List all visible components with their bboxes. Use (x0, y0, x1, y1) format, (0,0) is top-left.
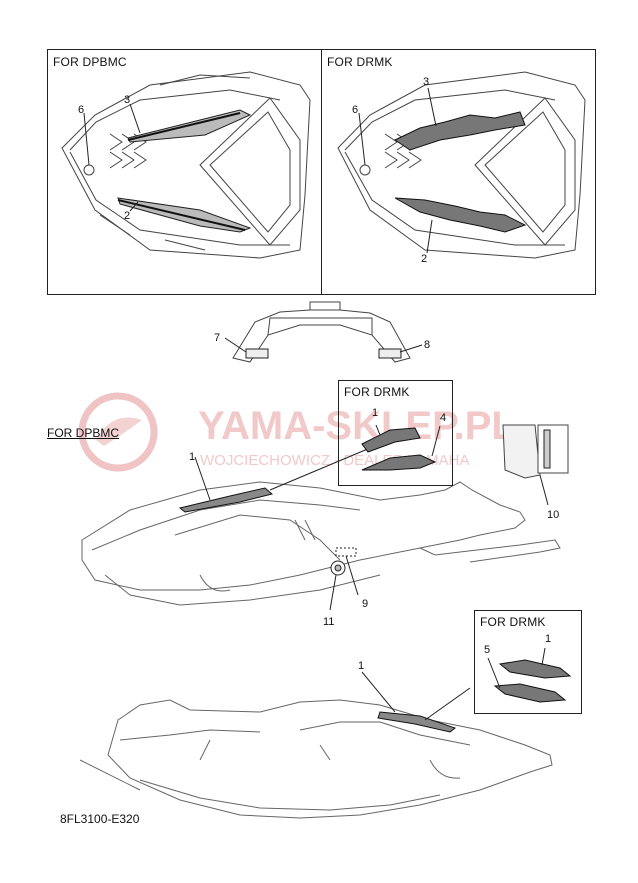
hull-side-view-lower (79, 699, 553, 819)
decal-2-right (394, 197, 527, 233)
panel-drmk-side-inset: FOR DRMK (338, 380, 453, 486)
deck-top-view-drmk (337, 71, 586, 259)
panel-drmk-top: FOR DRMK (321, 49, 596, 295)
decal-3-right (393, 111, 526, 151)
callout-8: 8 (424, 339, 431, 351)
deck-top-view-dpbmc (61, 71, 311, 259)
hull-side-view-upper (81, 481, 561, 606)
panel-dpbmc-top: FOR DPBMC (47, 49, 323, 295)
callout-11: 11 (323, 616, 335, 628)
callout-4: 4 (440, 412, 447, 424)
callout-2: 2 (421, 253, 428, 265)
rear-cover-part (232, 301, 411, 363)
callout-2: 2 (124, 210, 131, 222)
drmk-side-inset-decals (361, 424, 441, 471)
panel-drmk-rear-inset: FOR DRMK (474, 610, 582, 714)
panel-title: FOR DPBMC (53, 55, 127, 69)
section-label: FOR DPBMC (47, 426, 119, 440)
decal-1-lower (377, 711, 457, 733)
panel-title: FOR DRMK (480, 615, 546, 629)
callout-1: 1 (545, 633, 552, 645)
drmk-rear-inset-decals (487, 647, 572, 703)
label-8 (378, 348, 402, 359)
callout-3: 3 (423, 76, 430, 88)
callout-3: 3 (124, 94, 131, 106)
callout-6: 6 (352, 104, 359, 116)
watermark-text: YAMA-SKLEP.PL (198, 404, 516, 448)
callout-6: 6 (78, 104, 85, 116)
part-code: 8FL3100-E320 (60, 812, 140, 826)
callout-9: 9 (362, 598, 369, 610)
callout-5: 5 (484, 644, 491, 656)
callout-7: 7 (214, 332, 221, 344)
panel-title: FOR DRMK (344, 385, 410, 399)
callout-10: 10 (547, 509, 560, 521)
callout-1: 1 (372, 407, 379, 419)
decal-1-side (178, 487, 274, 513)
panel-title: FOR DRMK (327, 55, 393, 69)
callout-1: 1 (189, 451, 196, 463)
label-9 (335, 547, 357, 557)
bracket-part-10 (502, 424, 569, 506)
label-7 (245, 348, 269, 359)
callout-1: 1 (358, 660, 365, 672)
